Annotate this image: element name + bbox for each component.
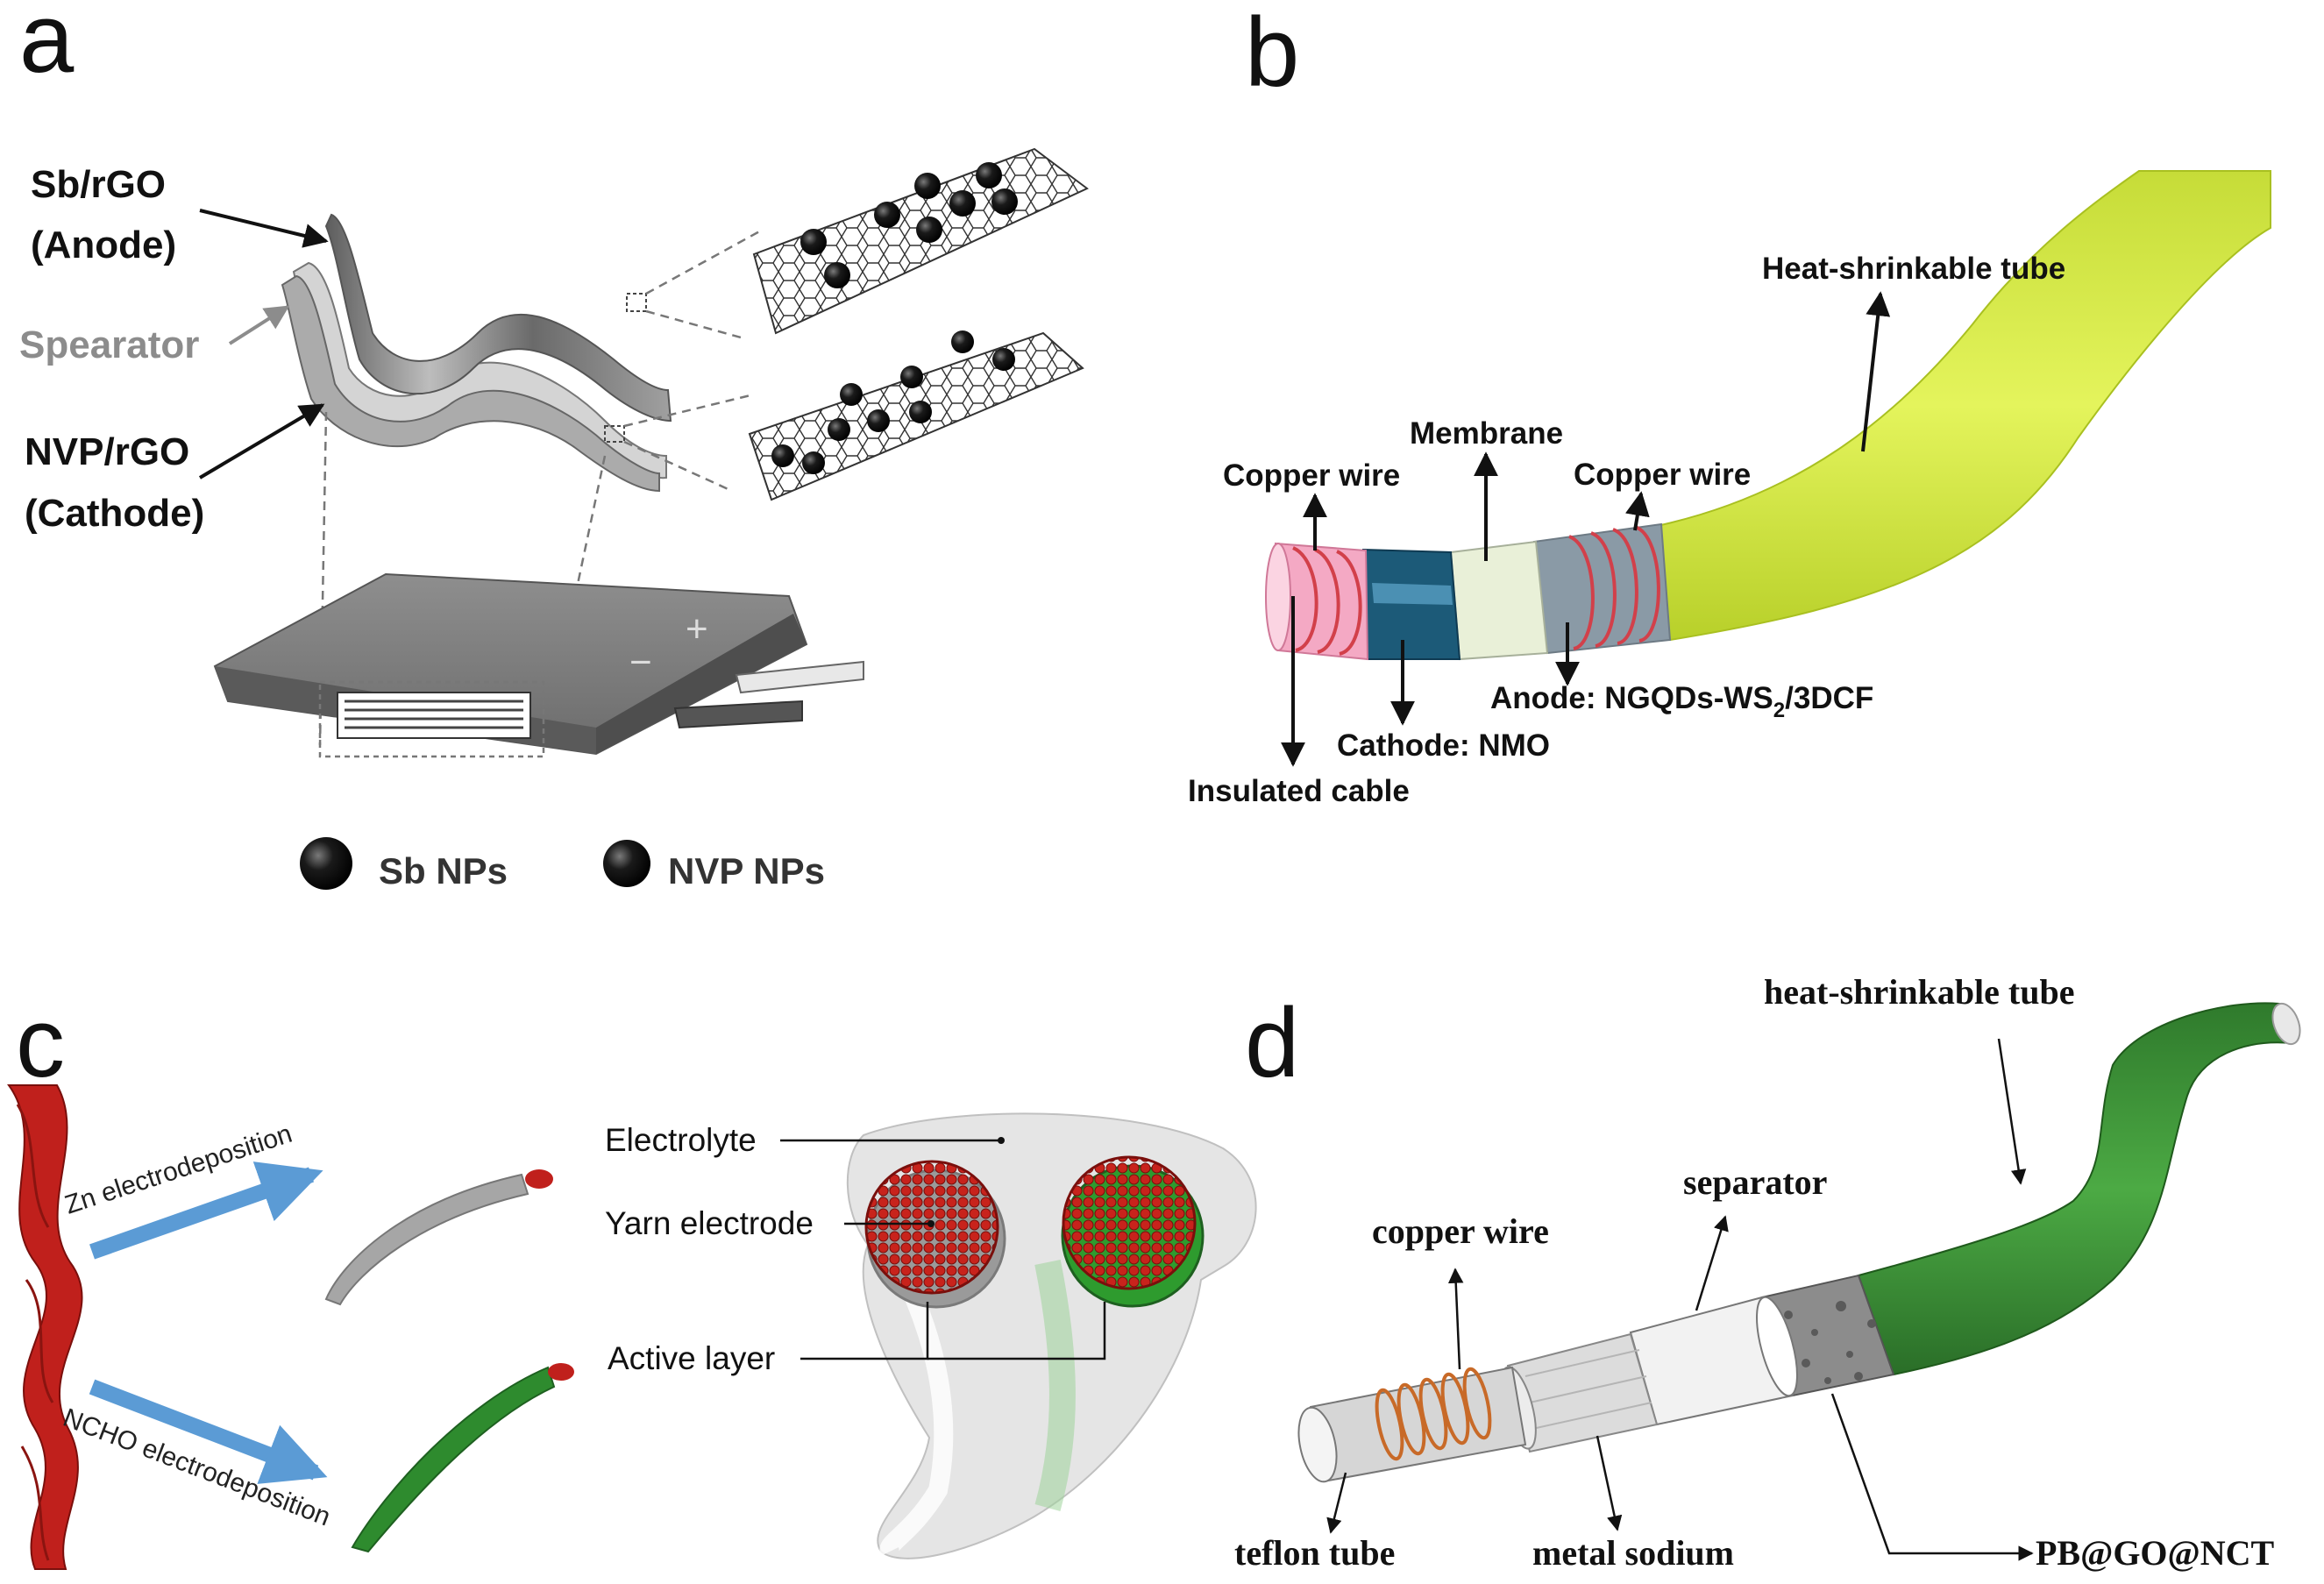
insulated-cable-label: Insulated cable	[1188, 774, 1410, 808]
ncho-coated-yarn	[351, 1366, 556, 1553]
legend-sb-label: Sb NPs	[379, 850, 508, 891]
legend-sb-marker	[300, 837, 352, 890]
pb-go-nct-label: PB@GO@NCT	[2036, 1533, 2275, 1573]
legend-nvp-label: NVP NPs	[668, 850, 825, 891]
anode-label-line2: (Anode)	[31, 224, 176, 266]
heat-shrinkable-tube	[1655, 170, 2271, 642]
heat-shrinkable-tube	[1857, 1002, 2294, 1376]
anode-zoom-box	[626, 293, 647, 312]
ncho-arrow	[89, 1379, 328, 1484]
panel-d-letter: d	[1245, 988, 1299, 1097]
sb-np	[976, 162, 1002, 188]
teflon-tube	[1309, 1366, 1527, 1483]
nvp-np	[867, 409, 890, 432]
separator-arrow	[228, 305, 290, 345]
pb-go-nct-arrow	[1830, 1393, 2034, 1561]
sb-np	[824, 262, 850, 288]
teflon-arrow	[1326, 1472, 1347, 1534]
heat-tube-label: Heat-shrinkable tube	[1762, 252, 2065, 286]
membrane-segment	[1449, 540, 1549, 661]
separator-label: separator	[1683, 1162, 1827, 1202]
copper-wire-left	[1292, 546, 1362, 656]
legend-nvp-marker	[603, 840, 650, 887]
sb-np	[874, 202, 900, 228]
heat-tube-arrow	[1997, 1038, 2027, 1185]
cathode-label-line2: (Cathode)	[25, 492, 204, 535]
yarn-electrode-right	[1062, 1155, 1197, 1290]
sb-np	[991, 188, 1018, 215]
nvp-np	[828, 418, 850, 441]
copper-wire-left-label: Copper wire	[1223, 458, 1400, 493]
copper-wire-right-arrow	[1625, 491, 1650, 531]
electrolyte-label: Electrolyte	[605, 1122, 757, 1158]
minus-sign: −	[629, 641, 652, 684]
panel-c: c Zn electrodeposition NCHO electrodepos…	[7, 988, 1257, 1570]
anode-graphene-sheet	[752, 147, 1089, 335]
fiber-device	[846, 1112, 1257, 1559]
positive-tab	[735, 660, 864, 694]
teflon-label: teflon tube	[1234, 1533, 1395, 1573]
panel-a: a	[19, 0, 1089, 891]
zn-arrow-label: Zn electrodeposition	[61, 1119, 295, 1220]
active-layer-label: Active layer	[608, 1340, 775, 1376]
negative-tab	[673, 700, 803, 729]
copper-wire-label: copper wire	[1372, 1211, 1549, 1251]
sb-np	[949, 190, 976, 217]
metal-sodium-label: metal sodium	[1532, 1533, 1734, 1573]
separator-arrow	[1695, 1215, 1729, 1311]
nvp-np	[840, 383, 863, 406]
sb-np	[800, 229, 827, 255]
pouch-battery: − +	[213, 572, 864, 758]
active-layer-leader-right	[927, 1302, 1106, 1360]
cross-section-box	[318, 680, 545, 758]
red-yarn	[7, 1084, 83, 1570]
nvp-np	[802, 451, 825, 474]
nvp-np	[951, 330, 974, 353]
ncho-yarn-tip	[548, 1363, 574, 1381]
plus-sign: +	[686, 607, 708, 650]
cathode-arrow	[198, 403, 325, 479]
heat-tube-label: heat-shrinkable tube	[1764, 972, 2075, 1012]
nvp-np	[900, 366, 923, 388]
nvp-np	[992, 348, 1015, 371]
zn-coated-yarn	[324, 1173, 529, 1306]
cathode-label-line1: NVP/rGO	[25, 430, 189, 473]
metal-sodium-arrow	[1596, 1435, 1623, 1531]
zn-yarn-tip	[525, 1169, 553, 1189]
legend: Sb NPs NVP NPs	[300, 837, 825, 891]
electrode-stack	[281, 213, 672, 493]
sb-np	[916, 217, 942, 243]
cathode-label: Cathode: NMO	[1337, 728, 1550, 763]
copper-wire-coil	[1375, 1367, 1492, 1461]
yarn-electrode-left	[864, 1160, 999, 1295]
anode-label: Anode: NGQDs-WS2/3DCF	[1490, 681, 1873, 722]
cathode-graphene-sheet	[748, 330, 1084, 501]
panel-b: b Heat-shrinkable tube Membrane Copper w…	[1188, 0, 2271, 808]
heat-tube-arrow	[1861, 291, 1891, 452]
anode-arrow	[199, 209, 329, 248]
copper-wire-right-label: Copper wire	[1574, 458, 1751, 492]
anode-sheet	[324, 213, 672, 423]
yarn-electrode-label: Yarn electrode	[605, 1205, 814, 1241]
membrane-label: Membrane	[1410, 416, 1563, 451]
copper-wire-arrow	[1447, 1268, 1464, 1370]
separator-label: Spearator	[19, 323, 199, 366]
copper-wire-right	[1568, 525, 1660, 650]
nvp-np	[771, 444, 794, 467]
zn-arrow	[89, 1161, 323, 1260]
panel-c-letter: c	[16, 988, 65, 1097]
panel-a-letter: a	[19, 0, 75, 93]
cathode-zoom-box	[604, 425, 625, 443]
panel-b-letter: b	[1245, 0, 1299, 107]
panel-d: d heat-shrinkable tube	[1234, 972, 2301, 1573]
anode-label-line1: Sb/rGO	[31, 163, 166, 206]
cell-stack	[337, 692, 531, 739]
nvp-np	[909, 401, 932, 423]
cathode-sheet	[281, 274, 660, 493]
sb-np	[914, 173, 941, 199]
